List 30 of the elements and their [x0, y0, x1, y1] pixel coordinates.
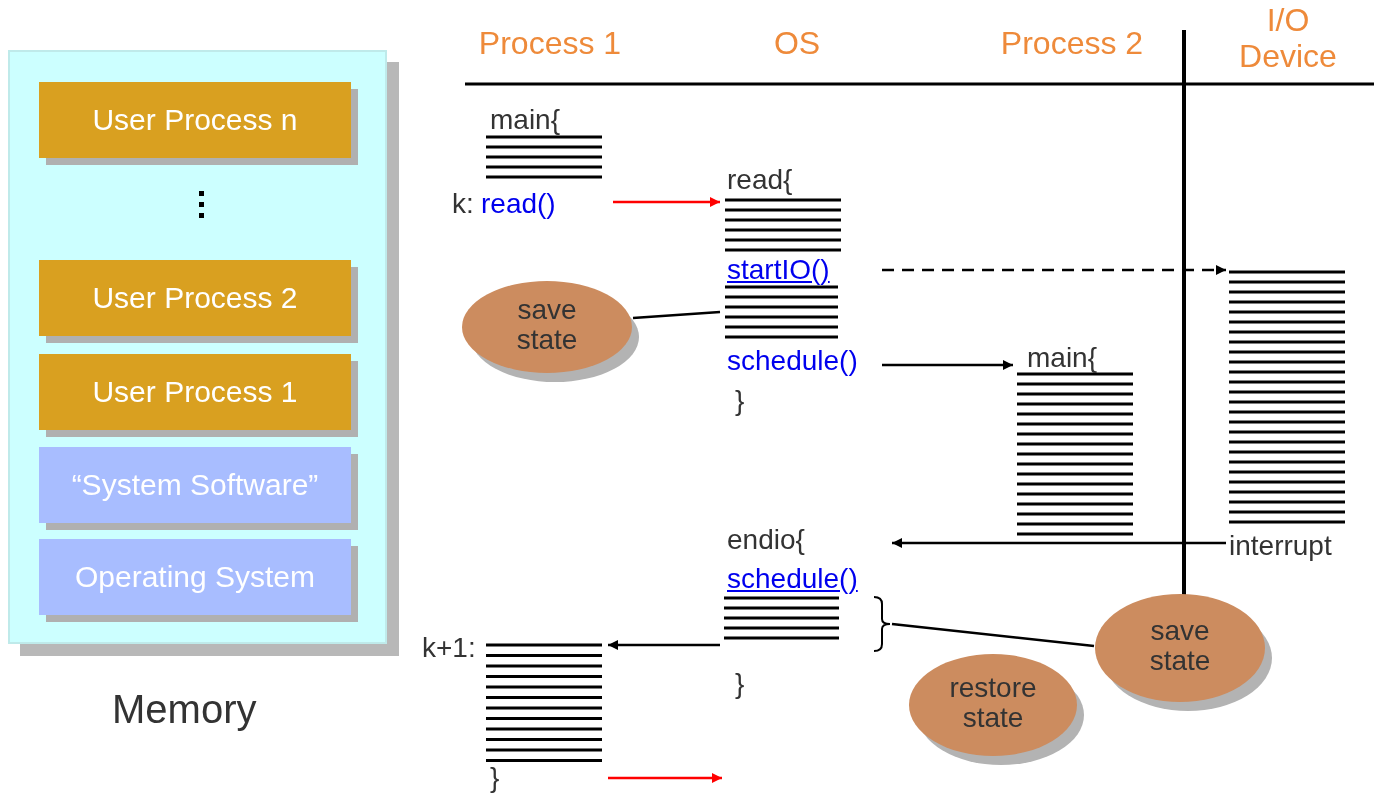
arrow	[608, 640, 720, 650]
function-call: schedule()	[727, 563, 858, 595]
code-text: }	[735, 385, 745, 417]
connector-line	[891, 622, 1095, 648]
function-call: schedule()	[727, 345, 858, 377]
code-text: interrupt	[1229, 530, 1332, 562]
connector-line	[632, 310, 721, 320]
state-label: save state	[515, 295, 579, 355]
arrow	[608, 773, 722, 783]
column-header: OS	[772, 25, 822, 61]
code-text: }	[735, 668, 745, 700]
state-label: save state	[1148, 616, 1212, 676]
code-text: read{	[727, 164, 793, 196]
state-label: restore state	[948, 673, 1038, 733]
function-call: startIO()	[727, 254, 830, 286]
code-text: main{	[490, 104, 561, 136]
code-text: k:	[452, 188, 474, 220]
arrow	[882, 360, 1013, 370]
arrow	[892, 538, 1226, 548]
arrow	[882, 265, 1226, 275]
function-call: read()	[481, 188, 556, 220]
code-text: }	[490, 762, 500, 794]
column-header: I/O Device	[1238, 2, 1338, 74]
column-header: Process 2	[999, 25, 1145, 61]
arrow	[613, 197, 720, 207]
column-header: Process 1	[477, 25, 623, 61]
code-text: main{	[1027, 342, 1098, 374]
memory-caption: Memory	[112, 687, 257, 731]
code-text: endio{	[727, 524, 805, 556]
code-text: k+1:	[422, 632, 476, 664]
